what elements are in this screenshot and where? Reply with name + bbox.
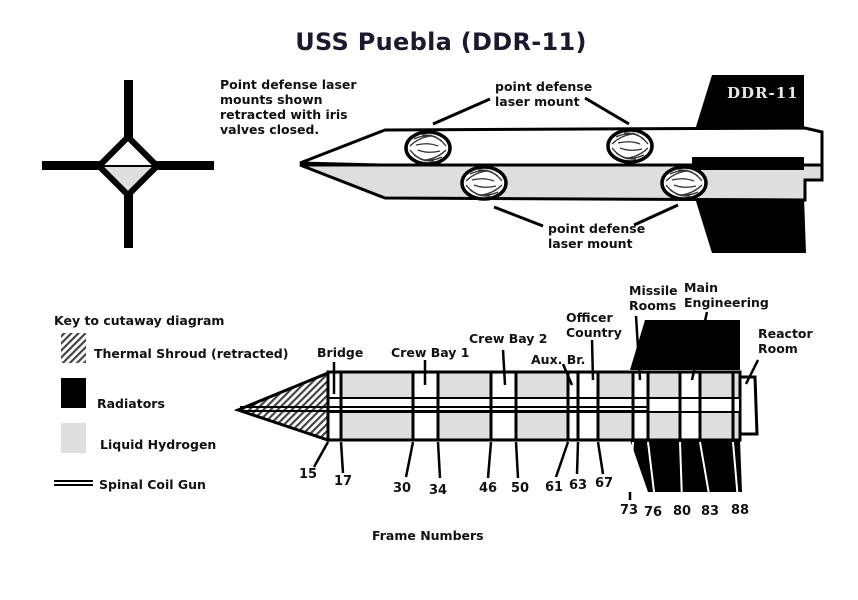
laser-mount-2 bbox=[606, 128, 654, 164]
frame-73: 73 bbox=[620, 503, 639, 518]
label-line: Officer bbox=[566, 310, 613, 325]
label-aux-bridge: Aux. Br. bbox=[531, 352, 586, 367]
callout-text: point defense bbox=[495, 79, 593, 94]
label-bridge: Bridge bbox=[317, 345, 364, 360]
label-line: Room bbox=[758, 341, 798, 356]
callout-line bbox=[584, 96, 630, 126]
frame-88: 88 bbox=[731, 503, 750, 518]
label-crew-bay-1: Crew Bay 1 bbox=[391, 345, 470, 360]
callout-line bbox=[633, 203, 679, 227]
radiator-upper bbox=[630, 320, 740, 370]
frame-50: 50 bbox=[511, 481, 530, 496]
frame-61: 61 bbox=[545, 480, 564, 495]
side-view bbox=[299, 75, 824, 253]
label-line: Reactor bbox=[758, 326, 813, 341]
swatch-liquid-hydrogen bbox=[61, 423, 86, 453]
frame-67: 67 bbox=[595, 476, 614, 491]
laser-mount-3 bbox=[460, 165, 508, 201]
frame-30: 30 bbox=[393, 481, 412, 496]
frame-83: 83 bbox=[701, 504, 720, 519]
swatch-radiators bbox=[61, 378, 86, 408]
label-line: Engineering bbox=[684, 295, 769, 310]
cross-section-view bbox=[42, 80, 214, 248]
callout-line bbox=[432, 97, 491, 126]
key-label-thermal-shroud: Thermal Shroud (retracted) bbox=[94, 346, 289, 361]
callout-text: point defense bbox=[548, 221, 646, 236]
laser-mount-4 bbox=[660, 165, 708, 201]
upper-fin bbox=[695, 75, 804, 130]
label-line: Main bbox=[684, 280, 719, 295]
key-label-spinal-coil-gun: Spinal Coil Gun bbox=[99, 477, 206, 492]
diagram-title: USS Puebla (DDR-11) bbox=[295, 28, 587, 56]
frame-15: 15 bbox=[299, 467, 318, 482]
radiator-lower bbox=[630, 440, 742, 492]
frame-axis-label: Frame Numbers bbox=[372, 528, 484, 543]
laser-mount-1 bbox=[404, 130, 452, 166]
frame-76: 76 bbox=[644, 505, 663, 520]
cutaway-view bbox=[233, 311, 760, 501]
key-heading: Key to cutaway diagram bbox=[54, 313, 225, 328]
note-line: mounts shown bbox=[220, 92, 323, 107]
key-label-radiators: Radiators bbox=[97, 396, 165, 411]
note-line: Point defense laser bbox=[220, 77, 357, 92]
note-line: valves closed. bbox=[220, 122, 320, 137]
label-line: Missile bbox=[629, 283, 678, 298]
label-crew-bay-2: Crew Bay 2 bbox=[469, 331, 548, 346]
label-line: Rooms bbox=[629, 298, 677, 313]
frame-17: 17 bbox=[334, 474, 353, 489]
frame-63: 63 bbox=[569, 478, 588, 493]
label-line: Country bbox=[566, 325, 622, 340]
hull-marking: DDR-11 bbox=[727, 84, 799, 102]
swatch-thermal-shroud bbox=[61, 333, 86, 363]
callout-text: laser mount bbox=[495, 94, 580, 109]
key-swatches bbox=[54, 333, 93, 486]
note-line: retracted with iris bbox=[220, 107, 348, 122]
callout-line bbox=[493, 205, 544, 228]
lower-fin bbox=[695, 198, 806, 253]
frame-34: 34 bbox=[429, 483, 448, 498]
frame-46: 46 bbox=[479, 481, 498, 496]
key-label-liquid-hydrogen: Liquid Hydrogen bbox=[100, 437, 217, 452]
reactor-room bbox=[738, 375, 759, 436]
frame-80: 80 bbox=[673, 504, 692, 519]
callout-text: laser mount bbox=[548, 236, 633, 251]
